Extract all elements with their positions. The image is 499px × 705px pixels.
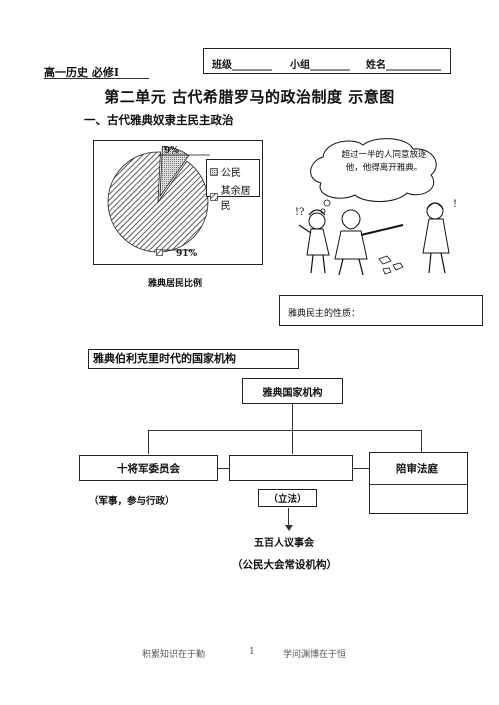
- jury-court-label: 陪审法庭: [396, 463, 438, 475]
- jury-court-divider: [370, 484, 467, 485]
- connector-root-down: [292, 404, 293, 430]
- generals-committee-label: 十将军委员会: [117, 462, 180, 475]
- pie-slice-others: [107, 151, 209, 253]
- page-number: 1: [249, 647, 255, 657]
- legend-item-citizen: 公民: [210, 164, 241, 179]
- middle-blank-box[interactable]: [229, 455, 353, 481]
- council-note: （公民大会常设机构）: [232, 559, 337, 571]
- legend-swatch-hatch: [210, 193, 218, 201]
- connector-right-down: [421, 430, 422, 454]
- org-root-label: 雅典国家机构: [262, 387, 323, 399]
- org-section-title: 雅典伯利克里时代的国家机构: [88, 349, 299, 369]
- legend-item-others: 其余居民: [210, 182, 259, 212]
- page-title: 第二单元 古代希腊罗马的政治制度 示意图: [104, 88, 395, 106]
- group-field[interactable]: 小组________: [290, 60, 350, 71]
- pie-legend: 公民 其余居民: [206, 159, 260, 212]
- legislation-note-box: （立法）: [258, 489, 317, 507]
- connector-left-down: [148, 430, 149, 454]
- connector-left-middle: [218, 468, 229, 469]
- name-field[interactable]: 姓名___________: [366, 60, 441, 71]
- connector-bottom-arrow: [288, 508, 289, 528]
- pie-caption: 雅典居民比例: [148, 279, 203, 289]
- svg-text:!: !: [453, 199, 457, 210]
- pie-chart-frame: 9% 91% 公民 其余居民: [93, 140, 263, 265]
- pie-label-large: 91%: [176, 249, 198, 259]
- council-label: 五百人议事会: [254, 538, 314, 549]
- pie-slice-citizen: [159, 145, 190, 198]
- generals-committee-box: 十将军委员会: [79, 455, 218, 481]
- generals-committee-note: （军事，参与行政）: [89, 496, 175, 507]
- course-underline: [44, 78, 149, 79]
- section-heading-1: 一、古代雅典奴隶主民主政治: [84, 113, 234, 127]
- pie-label-small: 9%: [164, 146, 179, 156]
- class-field[interactable]: 班级________: [212, 60, 272, 71]
- legend-label-citizen: 公民: [221, 168, 241, 179]
- connector-horizontal: [148, 430, 421, 431]
- footer-right: 学问渊博在于恒: [283, 650, 347, 660]
- connector-middle-down: [292, 430, 293, 454]
- pie-label-large-swatch: [156, 249, 163, 259]
- democracy-nature-label: 雅典民主的性质：: [288, 309, 361, 319]
- democracy-nature-box[interactable]: 雅典民主的性质：: [279, 295, 483, 326]
- footer-left: 积累知识在于勤: [142, 650, 206, 660]
- legislation-note: （立法）: [268, 494, 307, 505]
- course-label: 高一历史 必修Ⅰ: [44, 66, 119, 79]
- svg-text:!?: !?: [295, 207, 304, 218]
- student-info-box: 班级________ 小组________ 姓名___________: [203, 48, 451, 74]
- speech-text: 超过一半的人同意放逐他，他得离开雅典。: [341, 150, 427, 173]
- pie-chart: [107, 145, 210, 253]
- connector-middle-right: [353, 468, 369, 469]
- org-root-box: 雅典国家机构: [242, 378, 343, 404]
- legend-label-others: 其余居民: [220, 186, 251, 212]
- legend-swatch-dots: [210, 167, 218, 176]
- jury-court-box: 陪审法庭: [369, 452, 468, 514]
- arrow-down-icon: [285, 525, 293, 531]
- cartoon-illustration: ! !?: [295, 138, 457, 276]
- ostracism-cartoon: ! !? 超过一半的人同意放逐他，他得离开雅典。: [283, 135, 473, 280]
